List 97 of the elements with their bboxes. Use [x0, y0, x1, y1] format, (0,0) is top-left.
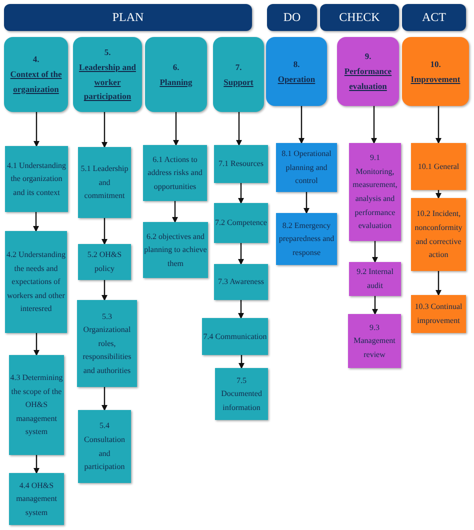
subclause-box	[215, 368, 268, 420]
subclause-box	[78, 410, 131, 483]
arrow	[238, 183, 244, 204]
subclause-text: 5.2 OH&S policy	[86, 249, 123, 275]
subclause-text: 7.3 Awareness	[218, 276, 264, 288]
arrow	[173, 112, 179, 146]
arrow	[436, 106, 442, 144]
arrow	[102, 112, 108, 148]
subclause-text: 10.3 Continual improvement	[414, 301, 464, 327]
subclause-box	[349, 143, 401, 241]
subclause-box	[78, 244, 131, 280]
subclause-box	[9, 473, 64, 525]
clause-box	[213, 37, 264, 112]
phase-label: DO	[283, 10, 301, 25]
arrow	[236, 112, 242, 146]
subclause-box	[214, 203, 268, 243]
subclause-text: 4.2 Understanding the needs and expectations of workers and other interesred	[6, 249, 66, 316]
clause-box	[266, 37, 327, 106]
arrow	[34, 455, 40, 474]
clause-number: 10.	[430, 58, 441, 71]
subclause-box	[411, 198, 466, 271]
subclause-text: 4.3 Determining the scope of the OH&S management system	[10, 372, 63, 438]
arrow	[298, 106, 304, 144]
arrow	[304, 192, 310, 214]
clause-number: 9.	[364, 50, 372, 64]
clause-title: Context of the organization	[9, 68, 63, 96]
clause-title: Support	[224, 76, 254, 89]
subclause-text: 10.1 General	[418, 160, 460, 173]
clause-title: Improvement	[410, 72, 460, 86]
phase-banner	[267, 4, 317, 31]
subclause-box	[143, 145, 207, 201]
arrow	[102, 280, 108, 301]
subclause-text: 7.2 Competence	[215, 217, 267, 230]
subclause-text: 5.3 Organizational roles, responsibilities and authorities	[82, 310, 132, 377]
subclause-box	[5, 146, 68, 212]
phase-banner	[4, 4, 252, 31]
subclause-box	[214, 145, 268, 183]
subclause-text: 10.2 Incident, nonconformity and corrective action	[414, 208, 464, 262]
arrow	[238, 300, 244, 319]
subclause-box	[78, 147, 131, 218]
subclause-box	[214, 264, 268, 300]
subclause-box	[9, 355, 64, 455]
phase-banner	[402, 4, 466, 31]
arrow	[34, 112, 40, 147]
clause-box	[4, 37, 68, 112]
subclause-text: 7.5 Documented information	[220, 374, 263, 414]
subclause-text: 6.1 Actions to address risks and opportunities	[146, 154, 204, 193]
subclause-box	[349, 262, 401, 296]
clause-title: Leadership and worker participation	[78, 60, 137, 104]
subclause-text: 9.1 Monitoring, measurement, analysis and performance evaluation	[352, 152, 398, 232]
arrow	[371, 106, 377, 144]
arrow	[372, 296, 378, 315]
clause-box	[337, 37, 399, 106]
subclause-text: 6.2 objectives and planning to achieve them	[144, 230, 207, 270]
phase-label: ACT	[422, 10, 446, 25]
arrow	[238, 355, 244, 369]
subclause-text: 7.4 Communication	[203, 330, 267, 343]
arrow	[172, 201, 178, 223]
subclause-text: 8.1 Operational planning and control	[280, 148, 332, 188]
clause-title: Planning	[160, 76, 192, 89]
subclause-box	[77, 300, 137, 387]
subclause-text: 5.4 Consultation and participation	[83, 420, 126, 474]
arrow	[238, 243, 244, 265]
arrow	[102, 387, 108, 411]
clause-box	[402, 37, 469, 106]
clause-number: 7.	[235, 60, 242, 74]
clause-box	[73, 37, 142, 112]
arrow	[102, 218, 108, 245]
subclause-box	[202, 318, 268, 355]
subclause-text: 4.4 OH&S management system	[15, 480, 58, 519]
phase-banner	[320, 4, 399, 31]
subclause-box	[411, 295, 466, 333]
subclause-box	[143, 222, 208, 278]
clause-number: 5.	[104, 46, 111, 59]
subclause-text: 8.2 Emergency preparedness and response	[278, 220, 336, 259]
subclause-box	[276, 213, 337, 265]
subclause-text: 9.3 Management review	[352, 322, 396, 361]
arrow	[34, 333, 40, 356]
clause-number: 4.	[32, 53, 40, 66]
clause-number: 6.	[172, 60, 180, 74]
phase-label: PLAN	[112, 10, 144, 25]
subclause-text: 5.1 Leadership and commitment	[80, 163, 130, 202]
arrow	[436, 190, 442, 199]
clause-title: Performance evaluation	[343, 65, 393, 93]
subclause-box	[5, 231, 67, 333]
subclause-box	[411, 143, 466, 190]
subclause-box	[348, 314, 401, 368]
phase-label: CHECK	[339, 10, 380, 25]
subclause-text: 9.2 Internal audit	[356, 266, 394, 292]
subclause-text: 7.1 Resources	[218, 158, 264, 170]
subclause-text: 4.1 Understanding the organization and its context	[6, 160, 67, 199]
arrow	[33, 212, 39, 232]
arrow	[436, 271, 442, 296]
clause-number: 8.	[293, 58, 300, 71]
clause-box	[145, 37, 207, 112]
clause-title: Operation	[278, 72, 316, 86]
arrow	[372, 241, 378, 263]
